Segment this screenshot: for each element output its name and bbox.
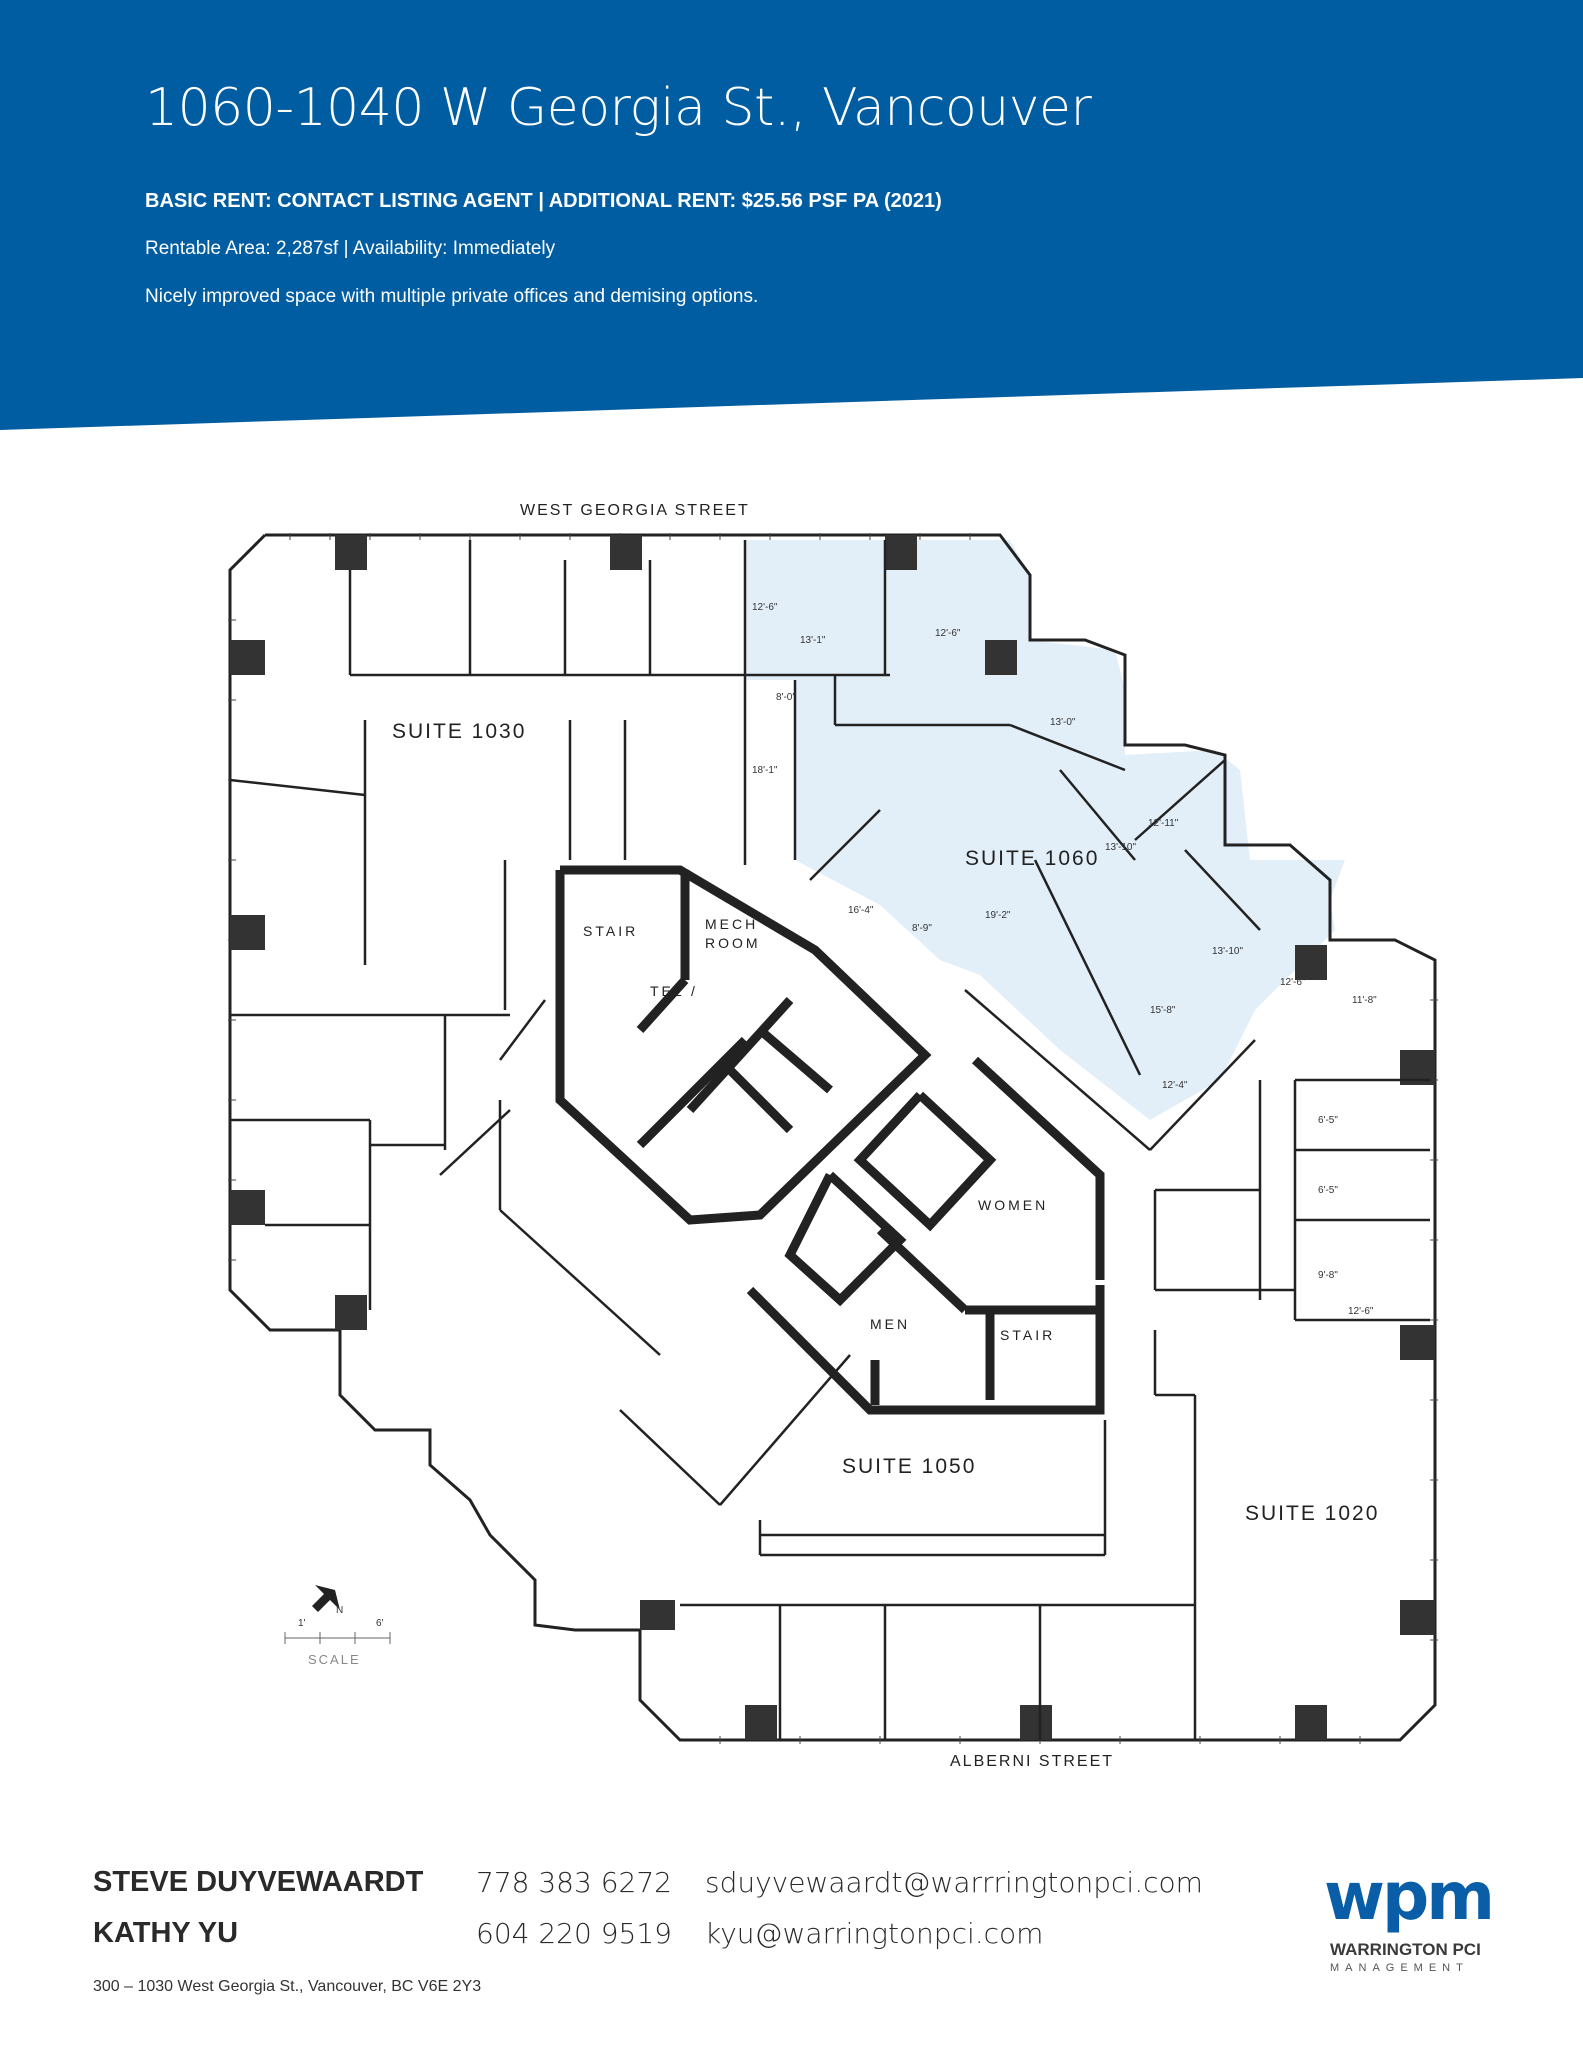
- north-arrow: [312, 1585, 340, 1612]
- page-title: 1060-1040 W Georgia St., Vancouver: [145, 78, 1092, 138]
- scale-start-label: 1': [298, 1618, 306, 1629]
- dimension-label: 11'-8": [1352, 995, 1377, 1006]
- stair-label-1: STAIR: [583, 923, 639, 939]
- logo-subtitle: MANAGEMENT: [1330, 1962, 1469, 1974]
- building-outline: [228, 533, 1437, 1742]
- dimension-label: 9'-8": [1318, 1270, 1338, 1281]
- dimension-label: 13'-10": [1105, 842, 1137, 853]
- dimension-label: 12'-11": [1148, 818, 1179, 829]
- interior-walls: [229, 540, 1430, 1740]
- contact-phone[interactable]: 604 220 9519: [476, 1917, 672, 1950]
- dimension-label: 16'-4": [848, 905, 874, 916]
- men-label: MEN: [870, 1316, 911, 1332]
- dimension-label: 12'-6": [1280, 977, 1306, 988]
- suite-1050-label: SUITE 1050: [842, 1455, 977, 1478]
- logo-mark: wpm: [1324, 1858, 1495, 1935]
- floor-plan: WEST GEORGIA STREET ALBERNI STREET SUITE…: [0, 480, 1583, 1780]
- suite-1020-label: SUITE 1020: [1245, 1502, 1380, 1525]
- suite-1060-label: SUITE 1060: [965, 847, 1100, 870]
- dimension-label: 13'-0": [1050, 717, 1076, 728]
- dimension-label: 8'-9": [912, 923, 932, 934]
- floor-plan-drawing: [228, 533, 1438, 1744]
- street-label-bottom: ALBERNI STREET: [950, 1753, 1115, 1770]
- room-label: ROOM: [705, 935, 761, 951]
- contact-email[interactable]: kyu@warringtonpci.com: [705, 1917, 1044, 1950]
- contact-phone[interactable]: 778 383 6272: [476, 1866, 672, 1899]
- contact-name: STEVE DUYVEWAARDT: [93, 1866, 424, 1898]
- dimension-label: 13'-1": [800, 635, 826, 646]
- contact-name: KATHY YU: [93, 1917, 239, 1949]
- area-line: Rentable Area: 2,287sf | Availability: I…: [145, 238, 556, 259]
- description-line: Nicely improved space with multiple priv…: [145, 286, 759, 307]
- mech-label: MECH: [705, 916, 759, 932]
- dimension-label: 18'-1": [752, 765, 778, 776]
- wpm-logo: wpm WARRINGTON PCI MANAGEMENT: [1320, 1858, 1500, 1978]
- scale-end-label: 6': [376, 1618, 384, 1629]
- header-band: [0, 0, 1583, 430]
- dimension-label: 8'-0": [776, 692, 796, 703]
- dimension-label: 12'-4": [1162, 1080, 1188, 1091]
- columns: [230, 535, 1435, 1740]
- dimension-label: 12'-6": [935, 628, 961, 639]
- dimension-label: 6'-5": [1318, 1185, 1338, 1196]
- suite-1060-highlight: [745, 540, 1345, 1120]
- logo-name: WARRINGTON PCI: [1330, 1940, 1481, 1959]
- suite-1030-label: SUITE 1030: [392, 720, 527, 743]
- dimension-label: 12'-6": [1348, 1306, 1374, 1317]
- dimension-label: 19'-2": [985, 910, 1011, 921]
- office-address: 300 – 1030 West Georgia St., Vancouver, …: [93, 1978, 482, 1995]
- dimension-label: 6'-5": [1318, 1115, 1338, 1126]
- dimension-label: 15'-8": [1150, 1005, 1176, 1016]
- dimension-label: 13'-10": [1212, 946, 1244, 957]
- scale-bar: [284, 1632, 391, 1644]
- dimension-label: 12'-6": [752, 602, 778, 613]
- core-walls: [555, 865, 1105, 1415]
- rent-line: BASIC RENT: CONTACT LISTING AGENT | ADDI…: [145, 190, 942, 212]
- contact-email[interactable]: sduyvewaardt@warrringtonpci.com: [705, 1866, 1203, 1899]
- north-label: N: [336, 1605, 344, 1616]
- window-ticks: [228, 533, 1438, 1744]
- tel-label: TEL /: [650, 983, 698, 999]
- street-label-top: WEST GEORGIA STREET: [520, 502, 750, 519]
- women-label: WOMEN: [978, 1197, 1049, 1213]
- stair-label-2: STAIR: [1000, 1327, 1056, 1343]
- scale-label: SCALE: [308, 1652, 361, 1667]
